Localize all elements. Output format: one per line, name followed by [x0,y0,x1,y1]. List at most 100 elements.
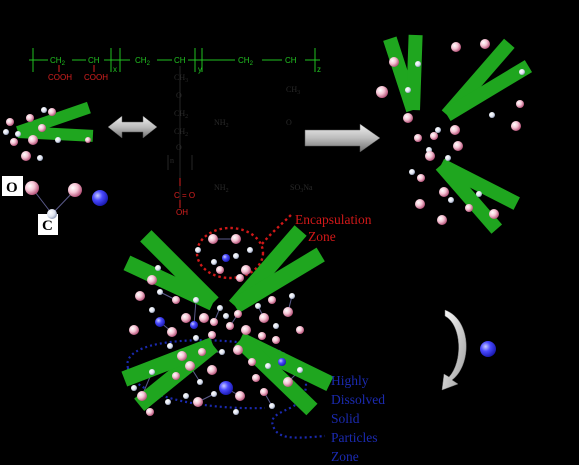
o-particle [48,108,56,116]
o-label: O [6,180,18,196]
o-particle [259,313,269,323]
c-particle [409,169,415,175]
o-particle [177,351,187,361]
o-label-box [2,176,23,196]
side-nh2-b: NH2 [214,183,229,194]
o-particle [181,313,191,323]
c-particle [219,349,225,355]
dissolved-particle [278,358,286,366]
c-particle [183,393,189,399]
micelle-arm [123,230,219,311]
double-arrow-icon [107,115,158,139]
side-so3na: SO3Na [290,183,313,194]
dissolved-particle [219,381,233,395]
micelle-arms [16,34,533,416]
o-particle [241,265,251,275]
polymer-ch2-c: CH2 [238,56,254,67]
c-particle [131,385,137,391]
o-particle [415,199,425,209]
encapsulation-label-line2: Zone [308,229,336,244]
c-particle [155,265,161,271]
o-particle [135,291,145,301]
c-particle [269,403,275,409]
c-particle [273,323,279,329]
c-particle [149,307,155,313]
c-particle [289,293,295,299]
micelle-arm-branch [443,60,533,122]
side-n: n [170,156,174,165]
micelle-arm-branch [140,230,219,309]
o-particle [129,325,139,335]
polymer-structure: CH2 CH x CH2 CH y CH2 CH z COOH COOH CH3… [29,48,321,217]
o-particle [6,118,14,126]
o-particle [425,151,435,161]
micelle-arm-branch [121,337,216,387]
side-ch2-b: CH2 [174,127,188,138]
curved-arrow-icon [441,309,467,391]
o-particle [233,345,243,355]
o-particle [389,57,399,67]
o-particle [283,377,293,387]
dissolved-particle [190,321,198,329]
c-particle [255,303,261,309]
c-particle [15,131,21,137]
c-particle [448,197,454,203]
c-particle [165,399,171,405]
side-ch3: CH3 [174,73,188,84]
polymer-z: z [317,65,321,74]
c-particle [247,247,253,253]
side-o-b: O [176,143,182,152]
o-particle [207,365,217,375]
micelle-arm-branch [234,334,318,416]
c-particle [41,107,47,113]
o-particle [268,296,276,304]
c-particle [435,127,441,133]
hydroxyl-group: OH [176,208,188,217]
legend: O C [2,176,58,235]
c-particle [195,247,201,253]
dissolved-particle [480,341,496,357]
o-particle [193,397,203,407]
dissolved-label-line5: Zone [331,449,359,464]
o-particle [199,313,209,323]
particle-bond [193,299,197,326]
c-particle [47,209,57,219]
side-o-a: O [176,91,182,100]
c-particle [233,253,239,259]
o-particle [296,326,304,334]
o-particle [430,132,438,140]
o-particle [465,204,473,212]
c-particle [3,129,9,135]
c-particle [405,87,411,93]
c-particle [217,305,223,311]
o-particle [489,209,499,219]
c-particle [167,343,173,349]
particles [3,39,525,416]
o-particle [451,42,461,52]
micelle-arm-branch [406,34,423,111]
c-particle [445,155,451,161]
side-o-right: O [286,118,292,127]
o-particle [414,134,422,142]
side-ch3-right: CH3 [286,85,300,96]
o-particle [172,296,180,304]
encapsulation-zone [195,213,293,280]
c-particle [193,335,199,341]
c-particle [476,191,482,197]
o-particle [210,318,218,326]
c-particle [233,409,239,415]
carbonyl-group: C = O [174,191,195,200]
dissolved-particle [222,254,230,262]
side-ch2-a: CH2 [174,109,188,120]
o-particle [231,234,241,244]
c-particle [55,137,61,143]
o-particle [235,391,245,401]
o-particle [28,135,38,145]
c-particle [37,155,43,161]
o-particle [25,181,39,195]
o-particle [450,125,460,135]
o-particle [258,332,266,340]
o-particle [248,358,256,366]
o-particle [272,336,280,344]
c-particle [211,391,217,397]
